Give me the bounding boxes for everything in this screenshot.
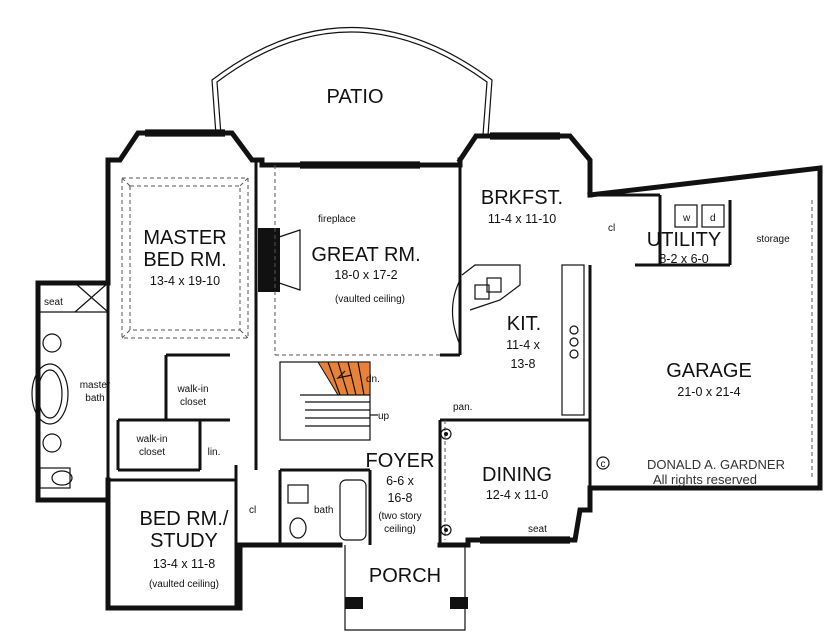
dims-master: 13-4 x 19-10 xyxy=(150,274,220,288)
windows xyxy=(121,129,570,544)
dims-bed-study: 13-4 x 11-8 xyxy=(153,557,215,571)
label-master: MASTER xyxy=(143,227,226,249)
label-fireplace: fireplace xyxy=(318,214,356,225)
label-stairs-up: up xyxy=(378,411,390,422)
porch xyxy=(344,545,468,631)
label-master-2: BED RM. xyxy=(143,249,226,271)
dims-great-room: 18-0 x 17-2 xyxy=(334,268,397,282)
bath-fixtures xyxy=(31,282,367,541)
note-great-room: (vaulted ceiling) xyxy=(335,294,405,305)
dims-kitchen-2: 13-8 xyxy=(510,357,535,371)
dims-kitchen-1: 11-4 x xyxy=(506,338,541,352)
label-storage: storage xyxy=(756,234,790,245)
patio-outline xyxy=(211,27,493,136)
stairs-highlight xyxy=(317,361,371,396)
label-walkin-1b: closet xyxy=(180,397,206,408)
copyright-icon xyxy=(596,456,610,470)
copyright-symbol: c xyxy=(601,459,606,470)
label-walkin-2b: closet xyxy=(139,447,165,458)
label-utility-closet: cl xyxy=(608,223,615,234)
dims-foyer-1: 6-6 x xyxy=(386,474,415,488)
label-great-room: GREAT RM. xyxy=(311,244,420,266)
label-walkin-1a: walk-in xyxy=(176,384,208,395)
patio-outline-inner xyxy=(216,31,488,136)
note-bed-study: (vaulted ceiling) xyxy=(149,579,219,590)
kitchen-island xyxy=(451,264,585,416)
label-bath-seat: seat xyxy=(44,297,63,308)
note-foyer-2: ceiling) xyxy=(384,524,416,535)
staircase xyxy=(279,361,378,441)
label-bed-study-2: STUDY xyxy=(150,530,218,552)
dims-utility: 8-2 x 6-0 xyxy=(659,252,708,266)
label-washer: w xyxy=(682,213,691,224)
label-closet: cl xyxy=(249,505,256,516)
dims-garage: 21-0 x 21-4 xyxy=(677,385,740,399)
label-utility: UTILITY xyxy=(647,229,721,251)
label-walkin-2a: walk-in xyxy=(135,434,167,445)
label-garage: GARAGE xyxy=(666,360,752,382)
label-patio: PATIO xyxy=(326,86,383,108)
label-stairs-down: dn. xyxy=(366,374,380,385)
label-dining: DINING xyxy=(482,464,552,486)
label-porch: PORCH xyxy=(369,565,441,587)
note-foyer-1: (two story xyxy=(378,511,421,522)
column-icon xyxy=(440,428,452,440)
label-dryer: d xyxy=(710,213,716,224)
label-master-bath-1: master xyxy=(80,380,111,391)
label-foyer: FOYER xyxy=(366,450,435,472)
copyright-notice: All rights reserved xyxy=(653,472,757,487)
fireplace-hearth xyxy=(269,229,301,291)
label-bath: bath xyxy=(314,505,333,516)
interior-walls xyxy=(106,160,732,608)
dims-dining: 12-4 x 11-0 xyxy=(486,488,548,502)
label-bed-study-1: BED RM./ xyxy=(140,508,229,530)
label-dining-seat: seat xyxy=(528,524,547,535)
label-master-bath-2: bath xyxy=(85,393,104,404)
master-tray-ceiling xyxy=(121,177,249,339)
label-kitchen: KIT. xyxy=(507,313,541,335)
dims-foyer-2: 16-8 xyxy=(387,491,412,505)
label-pantry: pan. xyxy=(453,402,472,413)
column-icon xyxy=(444,528,448,532)
label-linen: lin. xyxy=(208,447,221,458)
copyright-name: DONALD A. GARDNER xyxy=(647,457,785,472)
column-icon xyxy=(444,432,448,436)
dims-brkfst: 11-4 x 11-10 xyxy=(488,212,556,226)
column-icon xyxy=(440,524,452,536)
label-brkfst: BRKFST. xyxy=(481,187,563,209)
